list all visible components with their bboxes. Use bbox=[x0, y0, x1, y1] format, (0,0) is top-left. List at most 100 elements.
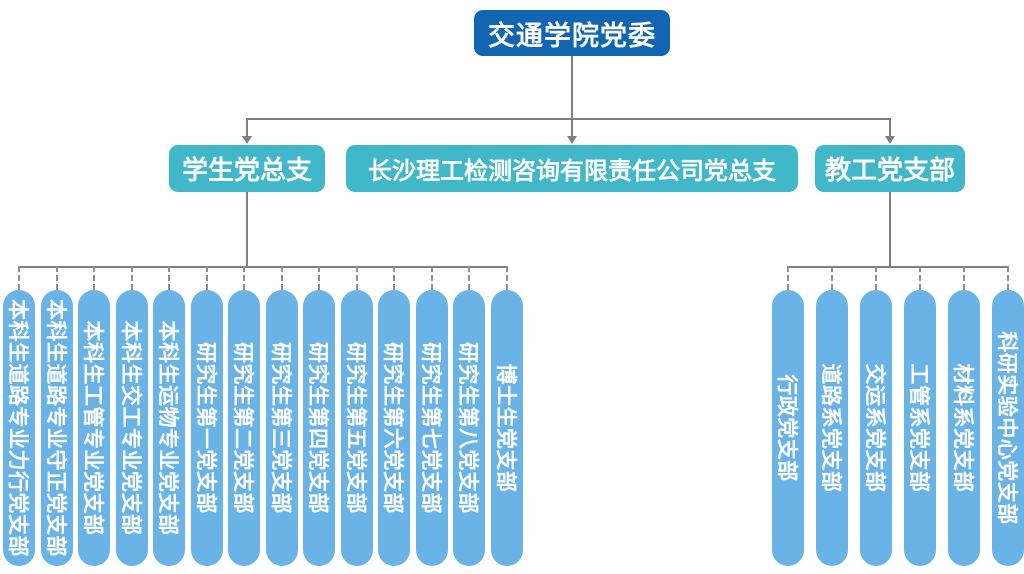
level2-box-faculty: 教工党支部 bbox=[815, 145, 965, 192]
connector-faculty-horizontal bbox=[788, 266, 1008, 268]
dashed-connector bbox=[318, 266, 320, 290]
dashed-connector bbox=[243, 266, 245, 290]
branch-column: 博士生党支部 bbox=[490, 266, 523, 566]
branch-column: 研究生第二党支部 bbox=[228, 266, 260, 566]
root-box-label: 交通学院党委 bbox=[488, 20, 656, 51]
branch-pill-label: 科研实验中心党支部 bbox=[995, 331, 1018, 525]
level2-box-student-label: 学生党总支 bbox=[181, 155, 312, 185]
branch-pill: 研究生第七党支部 bbox=[415, 290, 448, 566]
branch-pill-label: 研究生第八党支部 bbox=[456, 342, 479, 514]
branch-pill: 交运系党支部 bbox=[860, 290, 892, 566]
branch-pill-label: 本科生工管专业党支部 bbox=[81, 320, 104, 536]
level2-box-student: 学生党总支 bbox=[169, 145, 325, 192]
branch-pill: 本科生运物专业党支部 bbox=[153, 290, 185, 566]
branch-pill: 研究生第三党支部 bbox=[265, 290, 298, 566]
branch-pill-label: 研究生第三党支部 bbox=[268, 342, 292, 514]
branch-pill-label: 研究生第四党支部 bbox=[306, 342, 329, 514]
arrow-down-icon bbox=[567, 136, 577, 144]
level2-box-faculty-label: 教工党支部 bbox=[824, 155, 955, 185]
branch-column: 道路系党支部 bbox=[816, 266, 848, 566]
branch-column: 研究生第八党支部 bbox=[453, 266, 485, 566]
branch-pill: 研究生第一党支部 bbox=[190, 290, 223, 566]
branch-pill-label: 行政党支部 bbox=[775, 374, 798, 482]
arrow-down-icon bbox=[242, 136, 252, 144]
connector-student-vertical bbox=[246, 192, 248, 267]
dashed-connector bbox=[468, 266, 470, 290]
dashed-connector bbox=[280, 266, 283, 290]
branch-column: 材料系党支部 bbox=[948, 266, 980, 566]
branch-pill: 研究生第五党支部 bbox=[340, 290, 373, 566]
branch-column: 行政党支部 bbox=[772, 266, 804, 566]
branch-column: 科研实验中心党支部 bbox=[992, 266, 1024, 566]
branch-pill-label: 研究生第七党支部 bbox=[418, 342, 442, 514]
student-branch-group: 本科生道路专业力行党支部本科生道路专业守正党支部本科生工管专业党支部本科生交工专… bbox=[3, 266, 523, 566]
branch-pill-label: 研究生第六党支部 bbox=[381, 342, 404, 514]
connector-root-vertical bbox=[571, 56, 573, 118]
branch-pill: 道路系党支部 bbox=[816, 290, 848, 566]
arrow-down-icon bbox=[885, 136, 895, 144]
branch-column: 本科生交工专业党支部 bbox=[115, 266, 148, 566]
level2-box-company: 长沙理工检测咨询有限责任公司党总支 bbox=[346, 145, 798, 192]
dashed-connector bbox=[168, 266, 170, 290]
dashed-connector bbox=[787, 266, 789, 290]
branch-pill: 研究生第四党支部 bbox=[303, 290, 335, 566]
branch-pill: 研究生第八党支部 bbox=[453, 290, 485, 566]
dashed-connector bbox=[93, 266, 95, 290]
faculty-branch-group: 行政党支部道路系党支部交运系党支部工管系党支部材料系党支部科研实验中心党支部 bbox=[772, 266, 1024, 566]
branch-pill-label: 博士生党支部 bbox=[493, 363, 517, 493]
level2-box-company-label: 长沙理工检测咨询有限责任公司党总支 bbox=[368, 158, 776, 185]
branch-pill: 科研实验中心党支部 bbox=[992, 290, 1024, 566]
connector-arrow-line-company bbox=[571, 119, 573, 136]
branch-pill: 博士生党支部 bbox=[490, 290, 523, 566]
dashed-connector bbox=[963, 266, 965, 290]
connector-level1-horizontal bbox=[246, 118, 891, 120]
branch-pill-label: 本科生交工专业党支部 bbox=[118, 320, 142, 536]
branch-pill-label: 研究生第二党支部 bbox=[231, 342, 254, 514]
dashed-connector bbox=[831, 266, 833, 290]
branch-column: 研究生第五党支部 bbox=[340, 266, 373, 566]
branch-pill-label: 研究生第一党支部 bbox=[193, 342, 217, 514]
dashed-connector bbox=[430, 266, 433, 290]
branch-column: 交运系党支部 bbox=[860, 266, 892, 566]
dashed-connector bbox=[130, 266, 133, 290]
dashed-connector bbox=[505, 266, 508, 290]
dashed-connector bbox=[875, 266, 877, 290]
branch-pill-label: 本科生道路专业力行党支部 bbox=[6, 299, 29, 557]
branch-column: 本科生运物专业党支部 bbox=[153, 266, 185, 566]
connector-arrow-line-faculty bbox=[889, 119, 891, 136]
branch-pill: 本科生道路专业力行党支部 bbox=[3, 290, 35, 566]
connector-faculty-vertical bbox=[889, 192, 891, 267]
branch-pill-label: 道路系党支部 bbox=[819, 363, 842, 493]
branch-column: 研究生第一党支部 bbox=[190, 266, 223, 566]
branch-pill: 本科生交工专业党支部 bbox=[115, 290, 148, 566]
dashed-connector bbox=[18, 266, 20, 290]
branch-column: 研究生第七党支部 bbox=[415, 266, 448, 566]
branch-pill-label: 工管系党支部 bbox=[907, 363, 930, 493]
branch-pill: 本科生工管专业党支部 bbox=[78, 290, 110, 566]
dashed-connector bbox=[205, 266, 208, 290]
branch-pill: 行政党支部 bbox=[772, 290, 804, 566]
branch-pill: 工管系党支部 bbox=[904, 290, 936, 566]
branch-pill-label: 本科生运物专业党支部 bbox=[156, 320, 179, 536]
dashed-connector bbox=[919, 266, 921, 290]
root-box: 交通学院党委 bbox=[474, 10, 670, 56]
branch-column: 研究生第四党支部 bbox=[303, 266, 335, 566]
branch-pill-label: 材料系党支部 bbox=[951, 363, 974, 493]
connector-student-horizontal bbox=[19, 266, 507, 268]
branch-pill-label: 研究生第五党支部 bbox=[343, 342, 367, 514]
branch-column: 本科生工管专业党支部 bbox=[78, 266, 110, 566]
branch-pill: 研究生第二党支部 bbox=[228, 290, 260, 566]
dashed-connector bbox=[355, 266, 358, 290]
branch-pill: 研究生第六党支部 bbox=[378, 290, 410, 566]
branch-pill: 材料系党支部 bbox=[948, 290, 980, 566]
branch-pill-label: 交运系党支部 bbox=[863, 363, 886, 493]
connector-arrow-line-student bbox=[246, 119, 248, 136]
branch-column: 本科生道路专业力行党支部 bbox=[3, 266, 35, 566]
dashed-connector bbox=[55, 266, 58, 290]
branch-column: 本科生道路专业守正党支部 bbox=[40, 266, 73, 566]
branch-column: 研究生第六党支部 bbox=[378, 266, 410, 566]
dashed-connector bbox=[393, 266, 395, 290]
branch-pill: 本科生道路专业守正党支部 bbox=[40, 290, 73, 566]
dashed-connector bbox=[1007, 266, 1009, 290]
